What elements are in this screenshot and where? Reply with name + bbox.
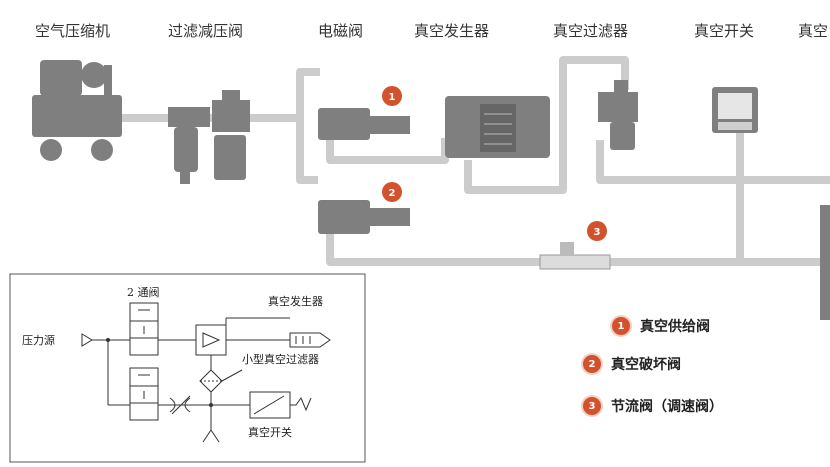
legend-label-1: 真空供给阀	[640, 319, 710, 335]
vacuum-filter-icon	[598, 80, 638, 150]
solenoid-valve-2-icon	[318, 200, 410, 234]
badge-3: 3	[587, 221, 607, 241]
schematic-valve-label: 2 通阀	[127, 285, 160, 299]
vacuum-generator-icon	[445, 96, 550, 158]
badge-2: 2	[382, 182, 402, 202]
suction-cup-device-icon	[820, 205, 830, 320]
legend-badge-3: 3	[583, 397, 601, 415]
pipe-sol2-out	[326, 232, 830, 266]
vacuum-switch-icon	[712, 87, 758, 133]
pipe-gen-to-filter	[464, 56, 629, 194]
legend-item-3: 3 节流阀（调速阀）	[583, 396, 723, 416]
pipe-sol1-out	[326, 138, 449, 164]
filter-regulator-icon	[168, 90, 250, 184]
schematic-filter-label: 小型真空过滤器	[242, 352, 319, 366]
pipe-filter-right	[596, 140, 830, 184]
schematic-source-label: 压力源	[22, 333, 55, 347]
badge-2-text: 2	[389, 188, 396, 199]
pipes	[120, 56, 830, 266]
badge-1-text: 1	[389, 92, 396, 103]
badge-1: 1	[382, 86, 402, 106]
header-switch: 真空开关	[694, 22, 755, 40]
legend-item-2: 2 真空破坏阀	[583, 354, 681, 374]
schematic-generator-label: 真空发生器	[268, 294, 323, 308]
schematic-panel: 2 通阀 压力源 真空发生器 小型真空过滤器 真空开关	[9, 273, 366, 463]
throttle-valve-icon	[539, 242, 611, 270]
legend-badge-2: 2	[583, 355, 601, 373]
header-filter-regulator: 过滤减压阀	[168, 22, 244, 40]
legend-label-2: 真空破坏阀	[611, 357, 681, 373]
header-compressor: 空气压缩机	[35, 22, 111, 40]
header-vac-filter: 真空过滤器	[553, 22, 629, 40]
header-generator: 真空发生器	[414, 22, 490, 40]
legend-item-1: 1 真空供给阀	[612, 316, 710, 336]
compressor-icon	[32, 60, 122, 161]
header-solenoid: 电磁阀	[318, 22, 364, 40]
legend-label-3: 节流阀（调速阀）	[611, 399, 723, 415]
schematic-switch-label: 真空开关	[248, 425, 292, 439]
solenoid-valve-1-icon	[318, 108, 410, 140]
legend-badge-1: 1	[612, 317, 630, 335]
badge-3-text: 3	[594, 227, 601, 238]
header-cut: 真空	[798, 22, 829, 40]
